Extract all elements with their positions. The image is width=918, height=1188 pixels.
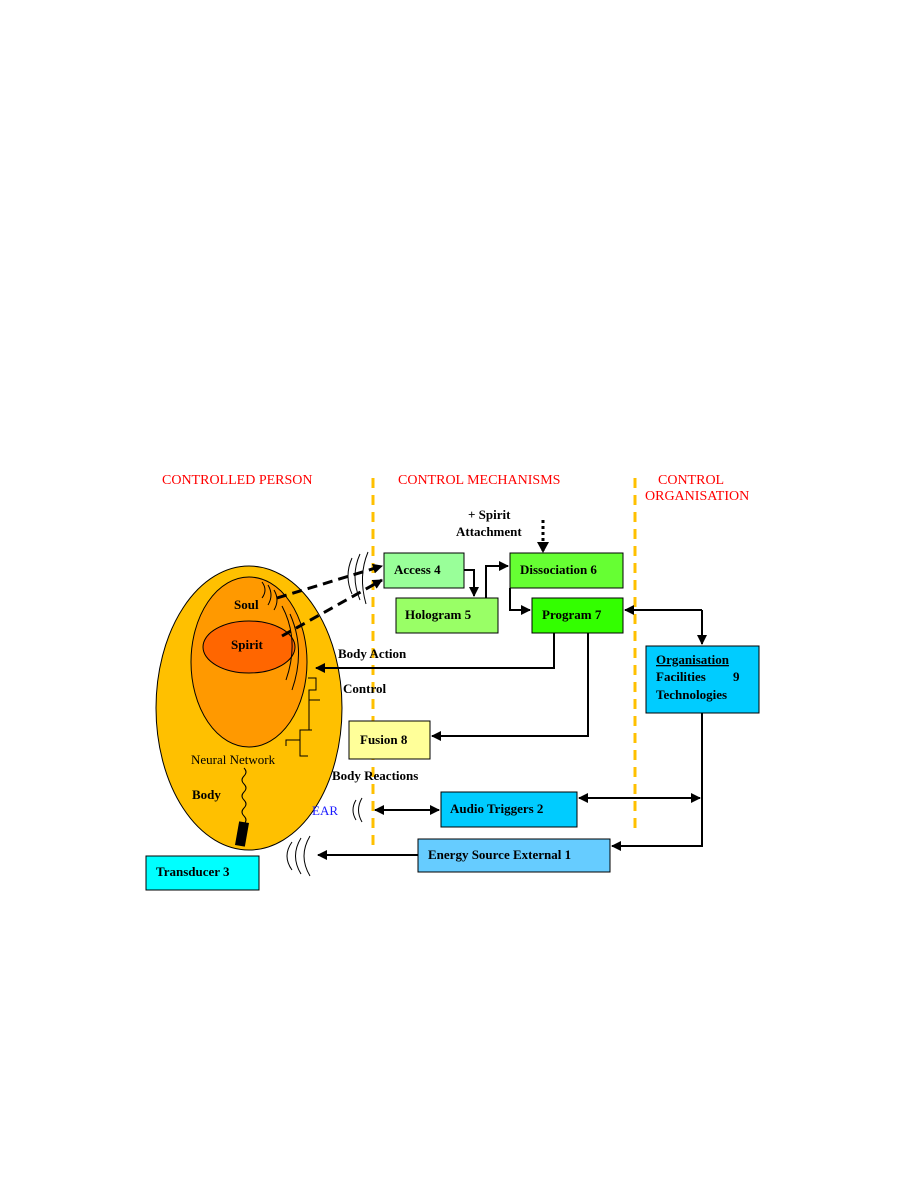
ear-label: EAR xyxy=(312,803,338,818)
soul-waves xyxy=(261,581,300,691)
svg-text:Dissociation 6: Dissociation 6 xyxy=(520,562,597,577)
ear-waves xyxy=(352,797,363,823)
flow-arrows xyxy=(315,561,707,860)
body-reactions-label: Body Reactions xyxy=(332,768,418,783)
spirit-access-arrow xyxy=(281,578,383,638)
spirit-attachment-line1: + Spirit xyxy=(468,507,511,522)
body-action-label: Body Action xyxy=(338,646,407,661)
ear-implant xyxy=(234,821,250,847)
svg-text:Transducer 3: Transducer 3 xyxy=(156,864,230,879)
heading-control-organisation-line1: CONTROL xyxy=(658,473,724,488)
spirit-oval xyxy=(202,620,296,674)
spirit-attachment-line2: Attachment xyxy=(456,524,522,539)
svg-text:Hologram 5: Hologram 5 xyxy=(405,607,472,622)
svg-text:Organisation: Organisation xyxy=(656,652,730,667)
svg-text:Audio Triggers 2: Audio Triggers 2 xyxy=(450,801,543,816)
transducer-waves xyxy=(286,835,311,877)
heading-control-mechanisms: CONTROL MECHANISMS xyxy=(398,473,560,488)
heading-control-organisation-line2: ORGANISATION xyxy=(645,489,749,504)
heading-controlled-person: CONTROLLED PERSON xyxy=(162,473,313,488)
svg-text:Energy Source External 1: Energy Source External 1 xyxy=(428,847,571,862)
access-waves xyxy=(347,551,369,605)
control-label: Control xyxy=(343,681,386,696)
svg-text:Facilities: Facilities xyxy=(656,669,706,684)
svg-text:9: 9 xyxy=(733,669,740,684)
dissociation-box: Dissociation 6 xyxy=(509,552,624,589)
spirit-label: Spirit xyxy=(231,637,263,652)
svg-text:Program 7: Program 7 xyxy=(542,607,602,622)
neural-network-label: Neural Network xyxy=(191,752,276,767)
svg-text:Technologies: Technologies xyxy=(656,687,727,702)
energy-source-box: Energy Source External 1 xyxy=(417,838,611,873)
body-label: Body xyxy=(192,787,221,802)
audio-triggers-box: Audio Triggers 2 xyxy=(440,791,578,828)
soul-access-arrow xyxy=(276,563,383,600)
program-box: Program 7 xyxy=(531,597,624,634)
spirit-attachment-arrowhead xyxy=(537,542,549,553)
neural-network-lines xyxy=(241,677,320,825)
transducer-box: Transducer 3 xyxy=(145,855,260,891)
fusion-box: Fusion 8 xyxy=(348,720,431,760)
organisation-box: Organisation Facilities 9 Technologies xyxy=(645,645,760,714)
access-box: Access 4 xyxy=(383,552,465,589)
svg-text:Fusion 8: Fusion 8 xyxy=(360,732,408,747)
hologram-box: Hologram 5 xyxy=(395,597,499,634)
svg-text:Access 4: Access 4 xyxy=(394,562,441,577)
soul-label: Soul xyxy=(234,597,259,612)
